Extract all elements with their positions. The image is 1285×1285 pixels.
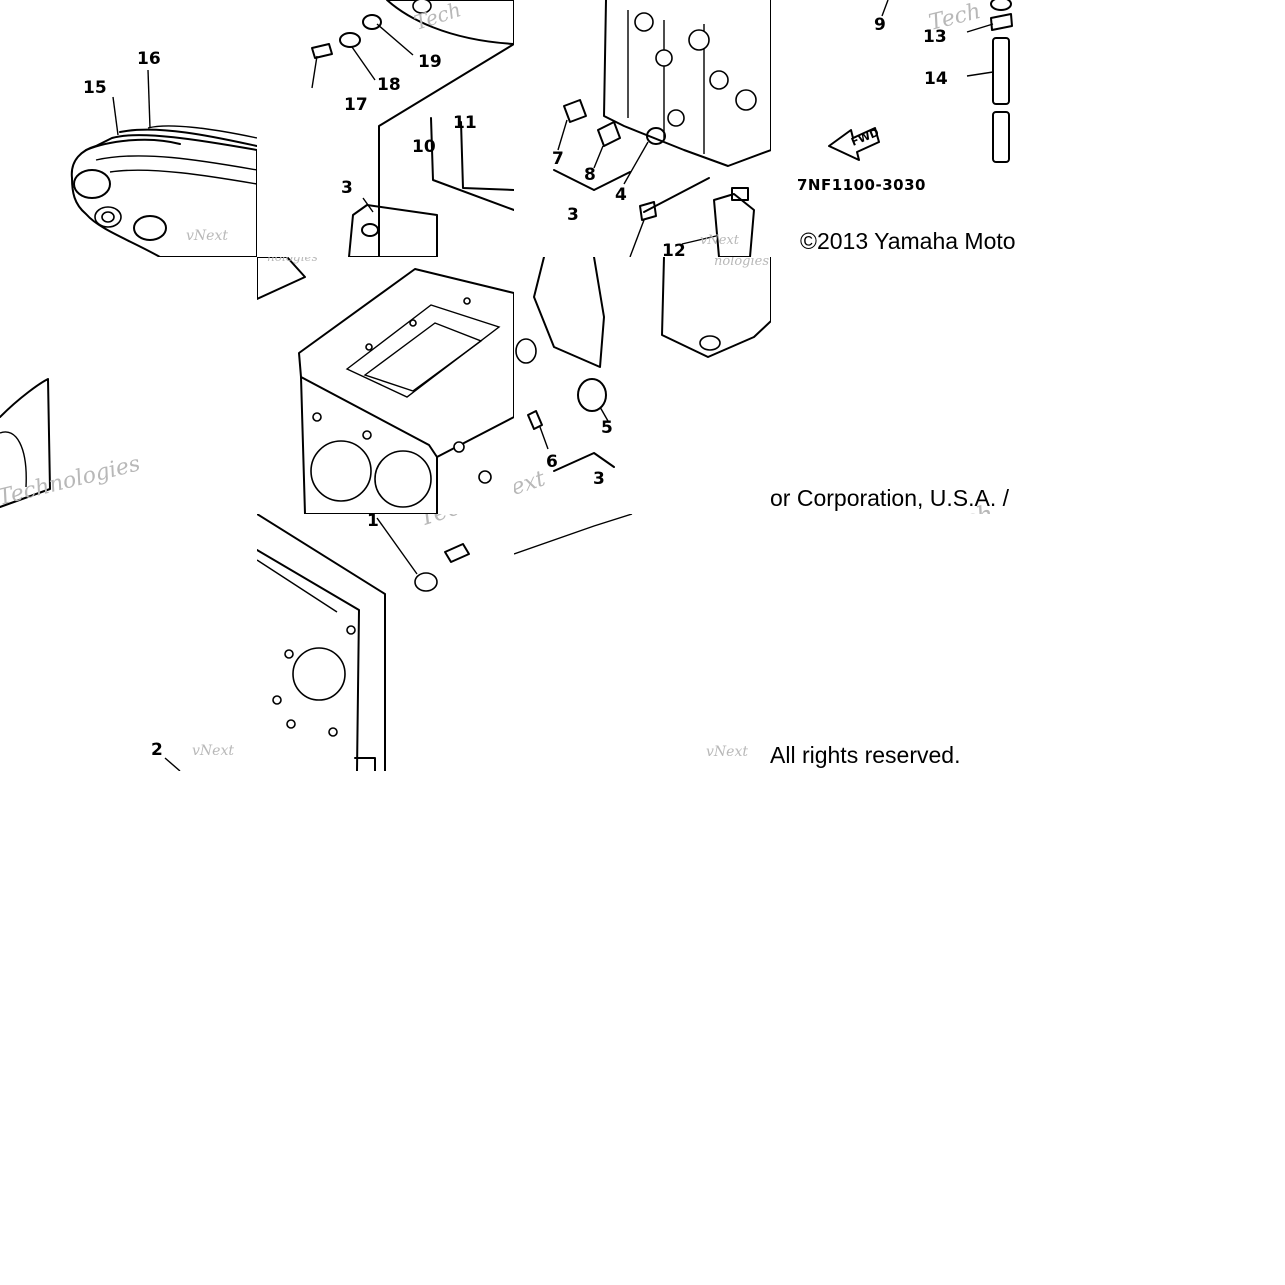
watermark-nologies: nologies xyxy=(267,257,318,264)
blank-tile-3 xyxy=(771,514,1028,771)
callout-8: 8 xyxy=(584,165,596,185)
tile-cylinder-head-top: 7 8 4 3 12 vNext xyxy=(514,0,771,257)
part-reference-code: 7NF1100-3030 xyxy=(797,176,926,194)
watermark-vnext: vNext xyxy=(186,228,228,244)
callout-18: 18 xyxy=(377,75,401,95)
callout-1: 1 xyxy=(367,514,379,531)
head-cover-drawing: 15 16 vNext xyxy=(0,49,257,257)
tile-copyright-2: Tech xyxy=(771,257,1028,514)
watermark-vnext-4: vNext xyxy=(706,744,748,760)
watermark-tech-4: Tech xyxy=(415,514,478,532)
callout-16: 16 xyxy=(137,49,161,69)
watermark-tech-2: Tech xyxy=(926,0,983,36)
tile-lower-mid: vNext xyxy=(514,514,771,771)
pushrod-drawing: 9 13 14 FWD 7NF1100-3030 Tech xyxy=(797,0,1028,194)
callout-17: 17 xyxy=(344,95,368,115)
tile-head-cover: 15 16 vNext xyxy=(0,0,257,257)
callout-15: 15 xyxy=(83,78,107,98)
lower-left-drawing: 2 vNext xyxy=(151,740,234,771)
callout-7: 7 xyxy=(552,149,564,169)
cylinder-block-drawing: nologies xyxy=(257,257,514,514)
gasket-plug-drawing: 5 6 3 nologies ext xyxy=(514,257,771,501)
tile-lower-left: 2 vNext xyxy=(0,514,257,771)
tile-cylinder-block: nologies xyxy=(257,257,514,514)
callout-12: 12 xyxy=(662,241,686,257)
watermark-nologies-2: nologies xyxy=(714,257,769,269)
tile-lower-right xyxy=(771,514,1028,771)
watermark-ext: ext xyxy=(514,466,549,500)
callout-19: 19 xyxy=(418,52,442,72)
callout-3c: 3 xyxy=(593,469,605,489)
cylinder-head-top-drawing: 7 8 4 3 12 vNext xyxy=(552,0,771,257)
tile-bolts-gaskets: 17 18 19 10 11 3 Tech xyxy=(257,0,514,257)
blank-tile-2: Tech xyxy=(929,500,996,514)
watermark-vnext-3: vNext xyxy=(192,743,234,759)
copyright-line-1: ©2013 Yamaha Moto xyxy=(800,228,1016,254)
callout-14: 14 xyxy=(924,69,948,89)
lower-mid-drawing: vNext xyxy=(514,514,748,760)
cover-side-drawing: Technologies xyxy=(0,257,143,511)
callout-11: 11 xyxy=(453,113,477,133)
tile-cover-side: Technologies xyxy=(0,257,257,514)
callout-13: 13 xyxy=(923,27,947,47)
callout-9: 9 xyxy=(874,15,886,35)
watermark-technologies: Technologies xyxy=(0,451,143,510)
callout-5: 5 xyxy=(601,418,613,438)
callout-4: 4 xyxy=(615,185,627,205)
callout-3: 3 xyxy=(341,178,353,198)
crankcase-drawing: 1 Tech xyxy=(257,514,478,771)
bolts-drawing: 17 18 19 10 11 3 Tech xyxy=(257,0,514,257)
tile-gasket-plug: 5 6 3 nologies ext xyxy=(514,257,771,514)
tile-pushrod-fwd: 9 13 14 FWD 7NF1100-3030 Tech xyxy=(771,0,1028,257)
callout-6: 6 xyxy=(546,452,558,472)
tile-crankcase: 1 Tech xyxy=(257,514,514,771)
callout-10: 10 xyxy=(412,137,436,157)
fwd-arrow-label: FWD xyxy=(849,126,881,149)
watermark-vnext-2: vNext xyxy=(700,233,740,248)
callout-3b: 3 xyxy=(567,205,579,225)
copyright-line-3: All rights reserved. xyxy=(770,742,961,768)
copyright-line-2: or Corporation, U.S.A. / xyxy=(770,485,1010,511)
callout-2: 2 xyxy=(151,740,163,760)
